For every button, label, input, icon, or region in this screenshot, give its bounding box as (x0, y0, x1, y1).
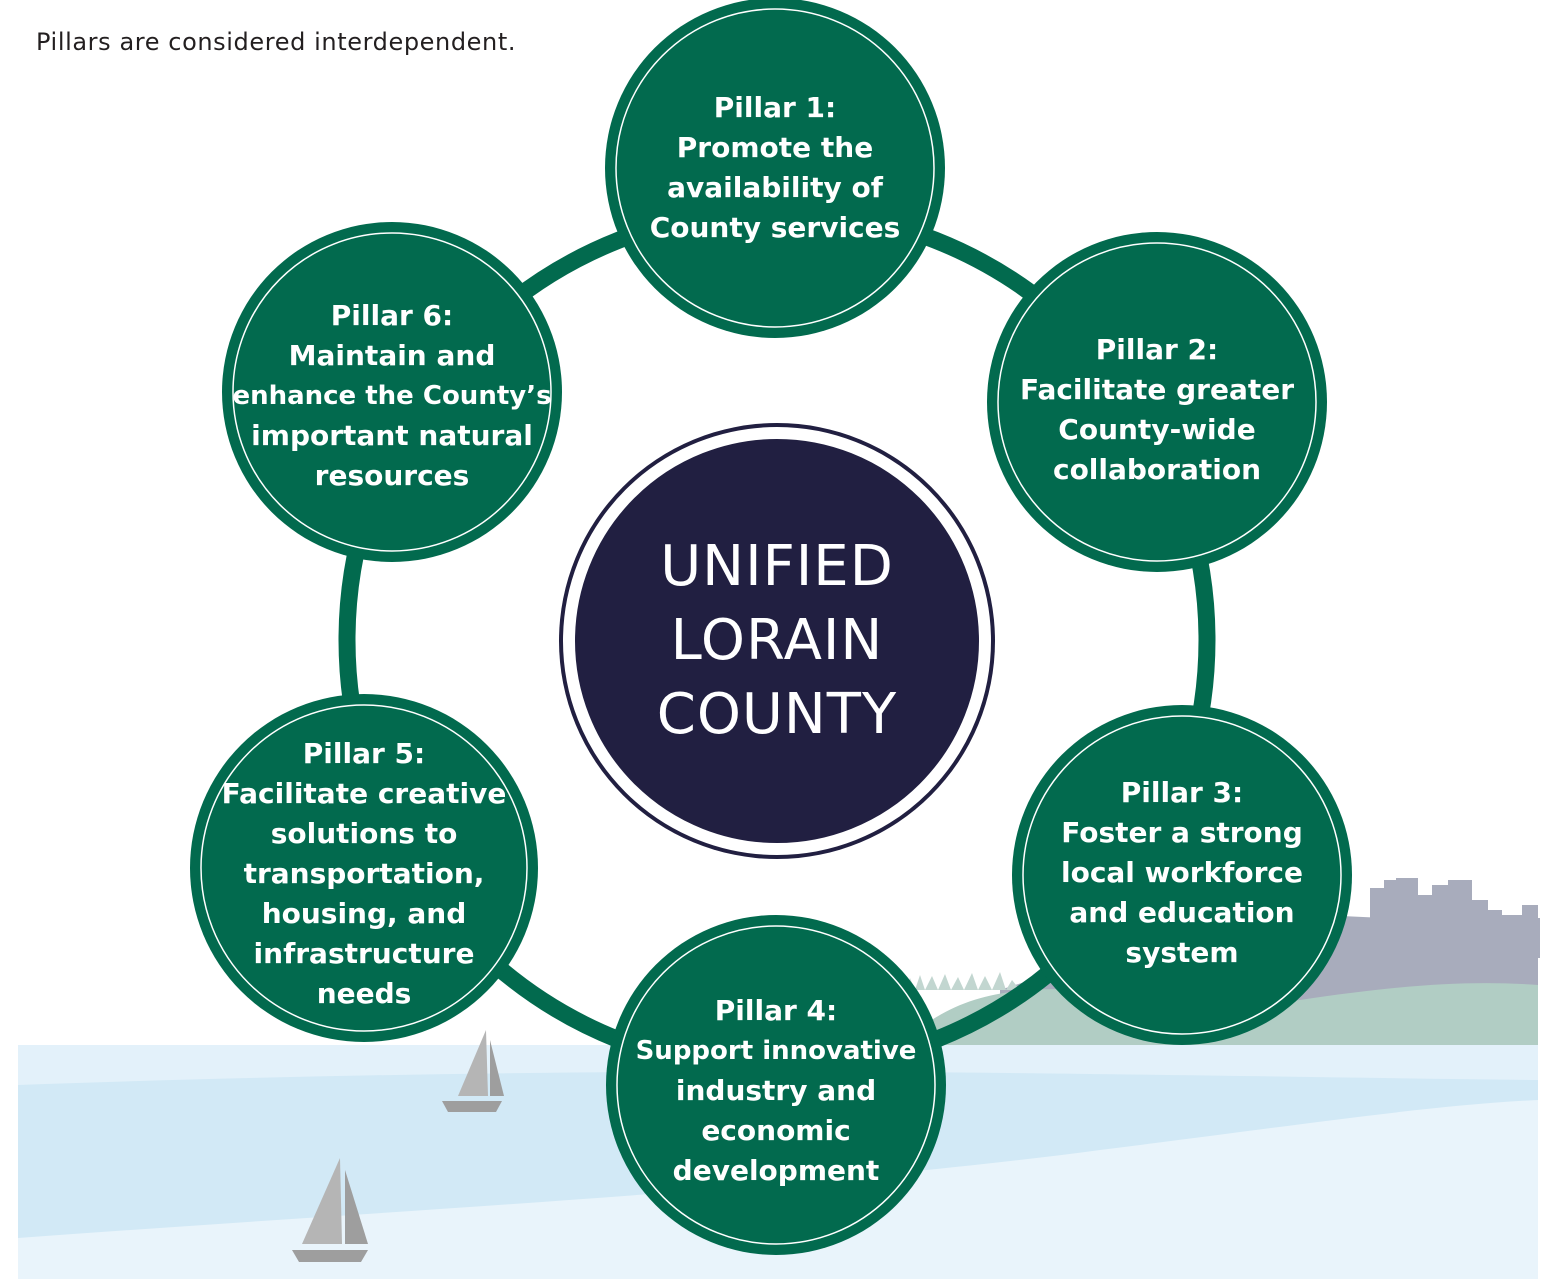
pillar-6-line: Maintain and (288, 339, 496, 372)
center-title-line: LORAIN (670, 608, 884, 673)
pillar-3-text: Pillar 3: Foster a strong local workforc… (1042, 753, 1322, 993)
center-title-line: COUNTY (656, 682, 898, 747)
pillar-2-line: Facilitate greater (1019, 373, 1295, 406)
pillar-6-line: enhance the County’s (232, 381, 552, 411)
pillar-5-line: needs (316, 977, 412, 1010)
pillar-5-line: Facilitate creative (221, 777, 507, 810)
sailboat-icon (292, 1158, 368, 1262)
pillar-4-line: Support innovative (635, 1036, 917, 1066)
pillar-1-title: Pillar 1: (713, 91, 837, 124)
pillar-1-line: Promote the (676, 131, 874, 164)
center-title-line: UNIFIED (660, 534, 894, 599)
pillar-6-line: important natural (251, 419, 533, 452)
pillar-5-title: Pillar 5: (302, 737, 426, 770)
pillar-2-line: County-wide (1058, 413, 1256, 446)
pillar-4-circle (606, 915, 946, 1255)
pillar-5-text: Pillar 5: Facilitate creative solutions … (219, 734, 509, 1014)
pillar-4-line: industry and (675, 1074, 877, 1107)
pillar-2-circle (987, 232, 1327, 572)
pillar-2-text: Pillar 2: Facilitate greater County-wide… (1017, 290, 1297, 530)
pillar-4-title: Pillar 4: (714, 994, 838, 1027)
pillar-1-circle (605, 0, 945, 338)
pillar-1-line: County services (649, 211, 901, 244)
pillar-6-circle (222, 222, 562, 562)
pillar-3-line: and education (1069, 896, 1295, 929)
intro-text: Pillars are considered interdependent. (36, 28, 517, 56)
pillar-6-line: resources (314, 459, 470, 492)
pillar-4-line: development (672, 1154, 880, 1187)
pillar-3-line: Foster a strong (1061, 816, 1303, 849)
pillar-3-line: system (1125, 936, 1239, 969)
pillar-2-line: collaboration (1052, 453, 1262, 486)
pillar-5-line: transportation, (243, 857, 485, 890)
pillar-6-text: Pillar 6: Maintain and enhance the Count… (232, 276, 552, 516)
pillar-6-title: Pillar 6: (330, 299, 454, 332)
pillar-5-line: housing, and (261, 897, 467, 930)
pillar-5-line: solutions to (270, 817, 458, 850)
pillar-4-text: Pillar 4: Support innovative industry an… (631, 971, 921, 1211)
center-title: UNIFIED LORAIN COUNTY (577, 441, 977, 841)
tree-line-icon (905, 972, 1020, 990)
sailboat-icon (442, 1030, 504, 1112)
pillar-2-title: Pillar 2: (1095, 333, 1219, 366)
pillar-3-title: Pillar 3: (1120, 776, 1244, 809)
pillar-1-line: availability of (667, 171, 883, 204)
pillar-3-line: local workforce (1060, 856, 1304, 889)
pillar-1-text: Pillar 1: Promote the availability of Co… (635, 48, 915, 288)
pillar-5-line: infrastructure (253, 937, 475, 970)
pillar-3-circle (1012, 705, 1352, 1045)
pillar-5-circle (190, 694, 538, 1042)
center-circle (559, 423, 995, 859)
pillar-4-line: economic (701, 1114, 851, 1147)
